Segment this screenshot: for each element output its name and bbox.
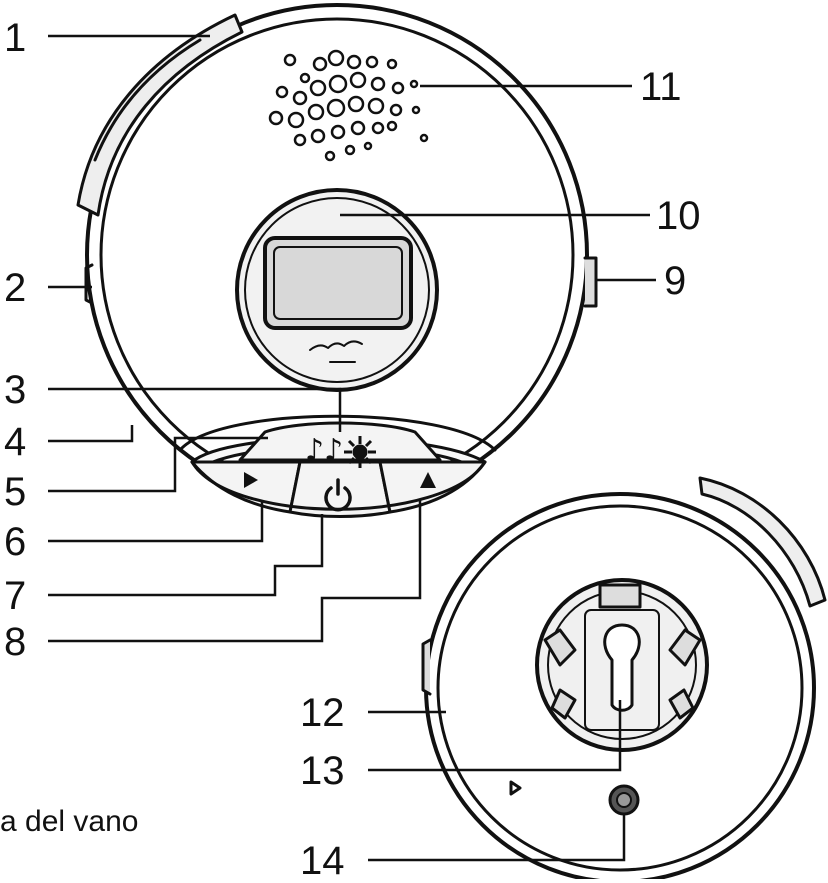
callout-9: 9 xyxy=(664,259,687,303)
side-button xyxy=(583,256,598,308)
callout-3: 3 xyxy=(4,368,27,412)
callout-4: 4 xyxy=(4,420,27,464)
left-notch xyxy=(84,263,94,305)
callout-10: 10 xyxy=(656,194,701,238)
callout-13: 13 xyxy=(300,749,345,793)
music-note-icon: ♪♪ xyxy=(305,433,343,468)
caption-text: a del vano xyxy=(0,805,139,838)
callout-8: 8 xyxy=(4,620,27,664)
triangle-left-icon xyxy=(244,472,258,488)
sun-light-icon xyxy=(344,436,376,468)
callout-6: 6 xyxy=(4,520,27,564)
back-clip xyxy=(698,476,827,608)
callout-7: 7 xyxy=(4,574,27,618)
power-icon xyxy=(324,478,352,512)
belt-clip xyxy=(76,13,244,217)
speaker-grille xyxy=(268,49,429,162)
keyhole-mount-icon xyxy=(603,623,641,712)
callout-11: 11 xyxy=(640,65,682,109)
leader-lines xyxy=(48,34,656,862)
callout-2: 2 xyxy=(4,266,27,310)
lcd-screen xyxy=(263,236,413,330)
callout-12: 12 xyxy=(300,691,345,735)
callout-5: 5 xyxy=(4,470,27,514)
back-inner-ring xyxy=(436,504,804,872)
brand-logo xyxy=(309,340,363,351)
callout-1: 1 xyxy=(4,16,27,60)
triangle-up-icon xyxy=(420,472,436,488)
mode-button xyxy=(238,421,442,462)
callout-14: 14 xyxy=(300,839,345,883)
